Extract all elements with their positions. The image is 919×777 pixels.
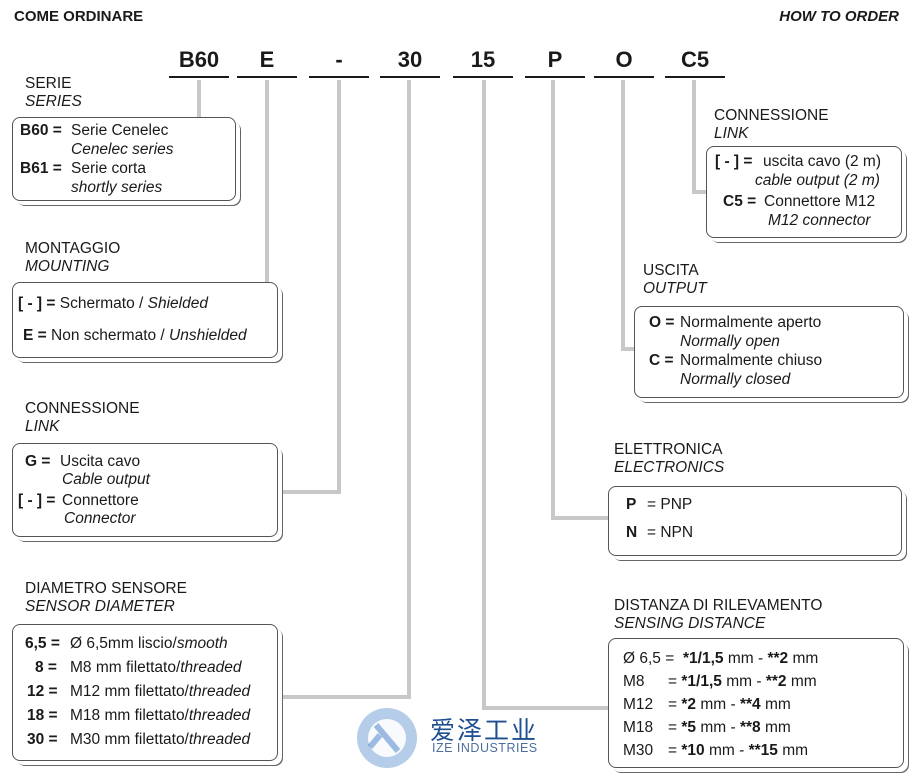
- elettronica-code-p: P: [626, 496, 637, 513]
- distanza-title: DISTANZA DI RILEVAMENTO SENSING DISTANCE: [614, 597, 822, 633]
- uscita-code-o: O =: [649, 314, 675, 331]
- diametro-code-30: 30 =: [27, 731, 58, 748]
- distanza-title-en: SENSING DISTANCE: [614, 615, 766, 632]
- diametro-desc-6-5: Ø 6,5mm liscio/smooth: [70, 635, 228, 652]
- watermark-logo-icon: [354, 705, 420, 771]
- uscita-c-it: Normalmente chiuso: [680, 352, 823, 369]
- connessione-right-dash-en: cable output (2 m): [755, 172, 880, 189]
- distanza-val-m30: = *10 mm - **15 mm: [668, 742, 809, 759]
- uscita-o-it: Normalmente aperto: [680, 314, 822, 331]
- serie-title: SERIE SERIES: [25, 75, 82, 111]
- uscita-o-en: Normally open: [680, 333, 780, 350]
- code-30: 30: [380, 47, 440, 78]
- diametro-desc-18: M18 mm filettato/threaded: [70, 707, 251, 724]
- code-o: O: [594, 47, 654, 78]
- connessione-right-box: [ - ] = uscita cavo (2 m) cable output (…: [706, 146, 902, 238]
- montaggio-row-shielded: [ - ] = Schermato / Shielded: [18, 295, 208, 312]
- diametro-code-6-5: 6,5 =: [25, 635, 60, 652]
- connessione-g-it: Uscita cavo: [60, 453, 141, 470]
- connessione-left-box: G = Uscita cavo Cable output [ - ] = Con…: [12, 443, 278, 537]
- code-c5: C5: [665, 47, 725, 78]
- uscita-c-en: Normally closed: [680, 371, 791, 388]
- connessione-left-title-it: CONNESSIONE: [25, 400, 140, 417]
- montaggio-title: MONTAGGIO MOUNTING: [25, 240, 120, 276]
- uscita-title: USCITA OUTPUT: [643, 262, 707, 298]
- serie-b60-en: Cenelec series: [71, 141, 174, 158]
- distanza-size-m18: M18: [623, 719, 654, 736]
- distanza-val-6-5: *1/1,5 mm - **2 mm: [683, 650, 819, 667]
- montaggio-title-it: MONTAGGIO: [25, 240, 121, 257]
- serie-title-en: SERIES: [25, 93, 82, 110]
- montaggio-title-en: MOUNTING: [25, 258, 110, 275]
- watermark-text-cn: 爱泽工业: [430, 717, 539, 745]
- montaggio-row-unshielded: E = Non schermato / Unshielded: [23, 327, 247, 344]
- connessione-left-title-en: LINK: [25, 418, 60, 435]
- montaggio-box: [ - ] = Schermato / Shielded E = Non sch…: [12, 282, 278, 358]
- elettronica-code-n: N: [626, 524, 638, 541]
- connessione-right-code-c5: C5 =: [723, 193, 757, 210]
- distanza-size-m8: M8: [623, 673, 645, 690]
- elettronica-box: P = PNP N = NPN: [608, 486, 902, 556]
- serie-title-it: SERIE: [25, 75, 72, 92]
- elettronica-title-en: ELECTRONICS: [614, 459, 725, 476]
- code-p: P: [525, 47, 585, 78]
- connessione-right-dash-it: uscita cavo (2 m): [763, 153, 882, 170]
- distanza-size-m30: M30: [623, 742, 654, 759]
- serie-code-b60: B60 =: [20, 122, 62, 139]
- serie-b60-it: Serie Cenelec: [71, 122, 169, 139]
- diametro-title: DIAMETRO SENSORE SENSOR DIAMETER: [25, 580, 187, 616]
- watermark-text-en: IZE INDUSTRIES: [432, 741, 538, 755]
- connessione-code-dash: [ - ] =: [18, 492, 56, 509]
- header-title-it: COME ORDINARE: [14, 8, 144, 25]
- connessione-code-g: G =: [25, 453, 51, 470]
- code-e: E: [237, 47, 297, 78]
- connessione-right-code-dash: [ - ] =: [715, 153, 753, 170]
- uscita-code-c: C =: [649, 352, 674, 369]
- connessione-right-title-en: LINK: [714, 125, 749, 142]
- uscita-box: O = Normalmente aperto Normally open C =…: [634, 306, 904, 398]
- serie-b61-it: Serie corta: [71, 160, 146, 177]
- elettronica-p-val: = PNP: [647, 496, 693, 513]
- elettronica-title-it: ELETTRONICA: [614, 441, 723, 458]
- connessione-dash-it: Connettore: [62, 492, 139, 509]
- distanza-box: Ø 6,5 = *1/1,5 mm - **2 mm M8 = *1/1,5 m…: [608, 638, 904, 768]
- distanza-val-m18: = *5 mm - **8 mm: [668, 719, 791, 736]
- uscita-title-it: USCITA: [643, 262, 699, 279]
- elettronica-n-val: = NPN: [647, 524, 694, 541]
- connessione-dash-en: Connector: [64, 510, 136, 527]
- distanza-val-m12: = *2 mm - **4 mm: [668, 696, 791, 713]
- diametro-box: 6,5 = Ø 6,5mm liscio/smooth 8 = M8 mm fi…: [12, 624, 278, 761]
- connessione-g-en: Cable output: [62, 471, 150, 488]
- connessione-right-title-it: CONNESSIONE: [714, 107, 829, 124]
- serie-code-b61: B61 =: [20, 160, 62, 177]
- diametro-title-en: SENSOR DIAMETER: [25, 598, 175, 615]
- distanza-size-m12: M12: [623, 696, 654, 713]
- connessione-right-c5-it: Connettore M12: [764, 193, 876, 210]
- connessione-left-title: CONNESSIONE LINK: [25, 400, 140, 436]
- distanza-val-m8: = *1/1,5 mm - **2 mm: [668, 673, 817, 690]
- diametro-code-8: 8 =: [35, 659, 57, 676]
- code-b60: B60: [169, 47, 229, 78]
- code-15: 15: [453, 47, 513, 78]
- diametro-desc-12: M12 mm filettato/threaded: [70, 683, 251, 700]
- diametro-desc-8: M8 mm filettato/threaded: [70, 659, 242, 676]
- code-dash: -: [309, 47, 369, 78]
- diametro-title-it: DIAMETRO SENSORE: [25, 580, 187, 597]
- connessione-right-title: CONNESSIONE LINK: [714, 107, 829, 143]
- serie-b61-en: shortly series: [71, 179, 163, 196]
- serie-box: B60 = Serie Cenelec Cenelec series B61 =…: [12, 117, 236, 201]
- uscita-title-en: OUTPUT: [643, 280, 707, 297]
- diametro-code-12: 12 =: [27, 683, 58, 700]
- distanza-size-6-5: Ø 6,5 =: [623, 650, 675, 667]
- elettronica-title: ELETTRONICA ELECTRONICS: [614, 441, 724, 477]
- diametro-desc-30: M30 mm filettato/threaded: [70, 731, 251, 748]
- header-title-en: HOW TO ORDER: [779, 8, 899, 25]
- connessione-right-c5-en: M12 connector: [768, 212, 871, 229]
- distanza-title-it: DISTANZA DI RILEVAMENTO: [614, 597, 823, 614]
- diametro-code-18: 18 =: [27, 707, 58, 724]
